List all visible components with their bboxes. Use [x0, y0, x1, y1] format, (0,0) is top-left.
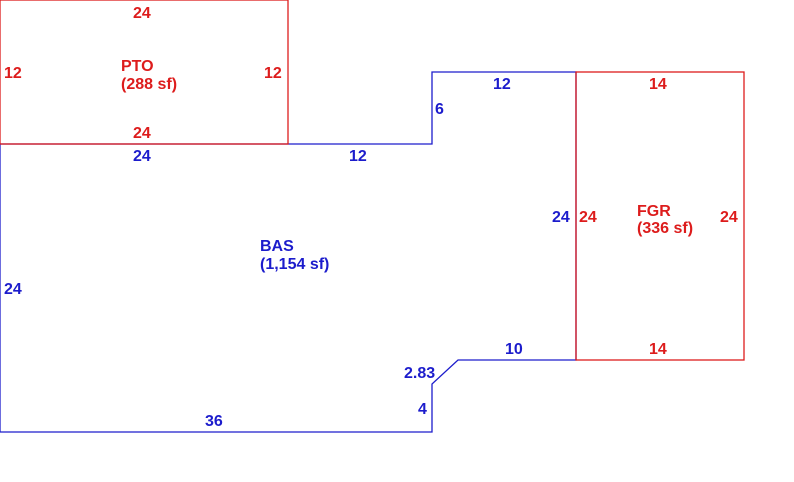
fgr-top-dimension: 14 [649, 76, 667, 93]
bas-bottom-dimension: 36 [205, 413, 223, 430]
bas-right-dimension: 24 [552, 209, 570, 226]
bas-top-middle-dimension: 12 [349, 148, 367, 165]
fgr-outline [575, 71, 745, 361]
bas-label: BAS [260, 238, 294, 255]
bas-bottom-right-dimension: 10 [505, 341, 523, 358]
pto-bottom-dimension: 24 [133, 125, 151, 142]
pto-outline [0, 0, 289, 145]
fgr-left-dimension: 24 [579, 209, 597, 226]
pto-left-dimension: 12 [4, 65, 22, 82]
bas-notch-dimension: 4 [418, 401, 427, 418]
bas-diagonal-dimension: 2.83 [404, 365, 435, 382]
bas-area: (1,154 sf) [260, 256, 329, 273]
bas-step-dimension: 6 [435, 101, 444, 118]
pto-area: (288 sf) [121, 76, 177, 93]
fgr-area: (336 sf) [637, 220, 693, 237]
pto-label: PTO [121, 58, 154, 75]
bas-top-right-dimension: 12 [493, 76, 511, 93]
fgr-label: FGR [637, 203, 671, 220]
pto-top-dimension: 24 [133, 5, 151, 22]
bas-left-dimension: 24 [4, 281, 22, 298]
pto-right-dimension: 12 [264, 65, 282, 82]
bas-top-left-dimension: 24 [133, 148, 151, 165]
bas-outline [0, 71, 577, 433]
fgr-right-dimension: 24 [720, 209, 738, 226]
fgr-bottom-dimension: 14 [649, 341, 667, 358]
